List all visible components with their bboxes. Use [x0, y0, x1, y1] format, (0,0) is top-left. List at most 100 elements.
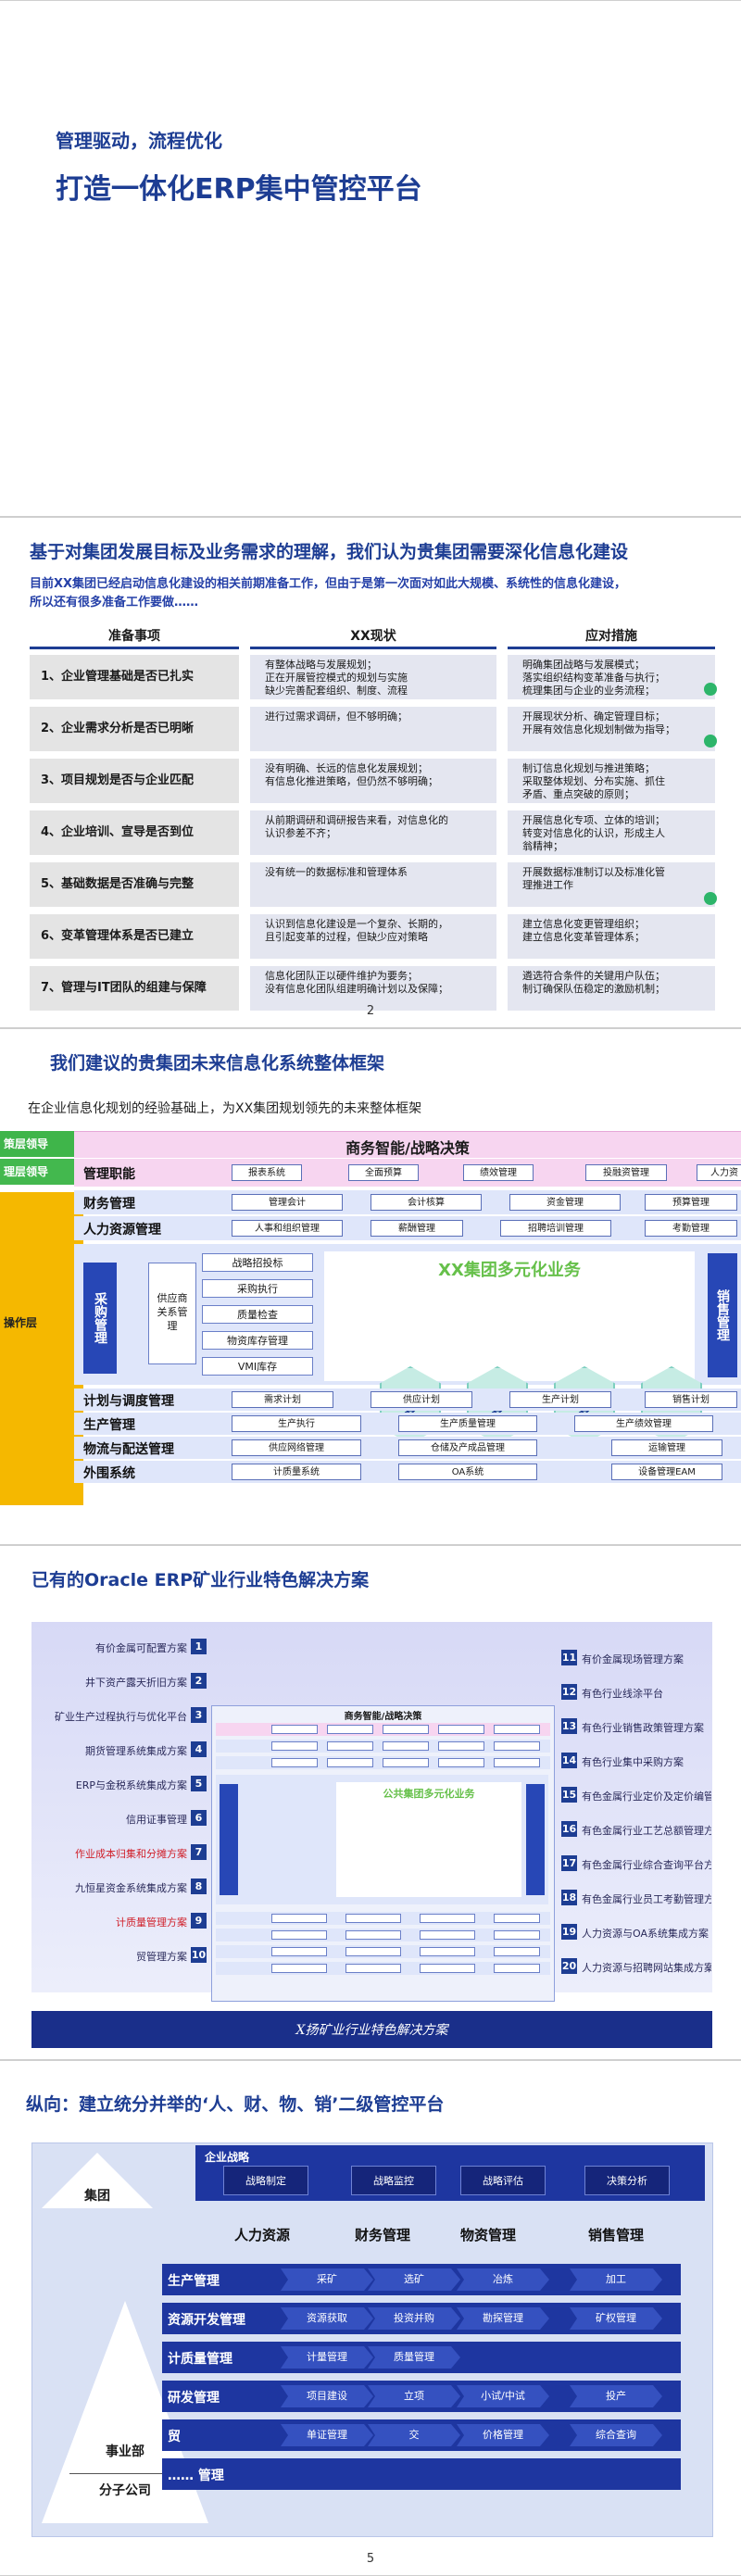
left-solution-item: 九恒星资金系统集成方案 — [75, 1882, 187, 1894]
slide2-title: 基于对集团发展目标及业务需求的理解，我们认为贵集团需要深化信息化建设 — [30, 542, 629, 562]
solution-number: 1 — [191, 1639, 207, 1654]
business-cell: 质量管理 — [368, 2346, 460, 2369]
right-solution-item: 人力资源与招聘网站集成方案 — [582, 1962, 711, 1974]
mgmt-item: 人力资 — [697, 1164, 741, 1181]
col-header: 财务管理 — [355, 2227, 411, 2243]
central-block: 采购管理 战略招投标 采购执行 质量检查 物资库存管理 VMI库存 供应商关系管… — [74, 1244, 741, 1444]
mini-row — [216, 1740, 550, 1753]
col-header: 物资管理 — [460, 2227, 517, 2243]
business-row-label: 生产管理 — [168, 2274, 220, 2289]
measure-line: 建立信息化变革管理体系； — [522, 931, 710, 944]
intro-line: 所以还有很多准备工作要做…… — [30, 596, 199, 609]
measure-line: 开展信息化专项、立体的培训； — [522, 814, 710, 827]
mgmt-label: 管理职能 — [83, 1167, 135, 1182]
purchase-item: VMI库存 — [202, 1357, 313, 1376]
mini-row — [216, 1912, 550, 1925]
finance-item: 管理会计 — [232, 1194, 343, 1211]
solution-number: 17 — [561, 1855, 577, 1871]
purchase-label: 采购管理 — [83, 1263, 117, 1374]
business-row — [162, 2458, 681, 2490]
right-solution-item: 有色金属行业员工考勤管理方案 — [582, 1893, 711, 1905]
table-row: 4、企业培训、宣导是否到位从前期调研和调研报告来看，对信息化的认识参差不齐；开展… — [30, 810, 715, 855]
strategy-item: 战略监控 — [351, 2166, 436, 2195]
left-solution-item: 贸管理方案 — [136, 1951, 187, 1963]
mini-center-title: 公共集团多元化业务 — [383, 1788, 475, 1800]
finance-band: 财务管理 管理会计 会计核算 资金管理 预算管理 — [74, 1190, 741, 1214]
page-number: 5 — [366, 2552, 375, 2566]
external-item: 设备管理EAM — [611, 1464, 722, 1480]
side-label-management: 理层领导 — [0, 1159, 83, 1185]
purchase-item: 物资库存管理 — [202, 1331, 313, 1350]
item-cell: 2、企业需求分析是否已明晰 — [30, 707, 239, 751]
external-band: 外围系统 计质量系统 OA系统 设备管理EAM — [74, 1461, 741, 1483]
left-solution-item: 期货管理系统集成方案 — [85, 1745, 187, 1757]
external-item: 计质量系统 — [232, 1464, 361, 1480]
status-cell: 认识到信息化建设是一个复杂、长期的，且引起变革的过程，但缺少应对策略 — [250, 914, 496, 959]
measure-line: 采取整体规划、分布实施、抓住 — [522, 775, 710, 788]
business-row-label: …… 管理 — [168, 2469, 224, 2483]
solution-number: 11 — [561, 1650, 577, 1665]
measures-cell: 开展数据标准制订以及标准化管理推进工作 — [508, 862, 717, 907]
production-label: 生产管理 — [83, 1418, 135, 1433]
measures-cell: 明确集团战略与发展模式；落实组织结构变革准备与执行；梳理集团与企业的业务流程； — [508, 655, 717, 699]
mgmt-item: 投融资管理 — [585, 1164, 667, 1181]
business-row-label: 资源开发管理 — [168, 2313, 245, 2328]
production-item: 生产质量管理 — [398, 1415, 537, 1432]
table-row: 3、项目规划是否与企业匹配没有明确、长远的信息化发展规划；有信息化推进策略，但仍… — [30, 759, 715, 803]
production-item: 生产绩效管理 — [574, 1415, 713, 1432]
measure-line: 梳理集团与企业的业务流程； — [522, 685, 710, 697]
left-solution-item: 有价金属可配置方案 — [95, 1642, 187, 1654]
status-line: 进行过需求调研，但不够明确； — [265, 710, 491, 723]
slide-5: 纵向：建立统分并举的‘人、财、物、销’二级管控平台 企业战略 战略制定 战略监控… — [0, 2060, 741, 2576]
status-dot — [704, 683, 717, 696]
col-header-status: XX现状 — [250, 626, 496, 649]
status-cell: 有整体战略与发展规划；正在开展管控模式的规划与实施缺少完善配套组织、制度、流程 — [250, 655, 496, 699]
logistics-item: 运输管理 — [611, 1439, 722, 1456]
logistics-item: 供应网络管理 — [232, 1439, 361, 1456]
status-line: 没有信息化团队组建明确计划以及保障； — [265, 983, 491, 996]
measure-line: 理推进工作 — [522, 879, 710, 892]
group-label: 集团 — [84, 2189, 110, 2204]
right-solution-item: 有色金属行业工艺总额管理方案 — [582, 1825, 711, 1837]
slide1-title: 打造一体化ERP集中管控平台 — [56, 173, 422, 206]
left-solution-item: 信用证事管理 — [126, 1814, 187, 1826]
production-item: 生产执行 — [232, 1415, 361, 1432]
solution-number: 7 — [191, 1844, 207, 1860]
finance-item: 预算管理 — [645, 1194, 737, 1211]
business-row-label: 研发管理 — [168, 2391, 220, 2406]
measure-line: 开展数据标准制订以及标准化管 — [522, 866, 710, 879]
item-cell: 6、变革管理体系是否已建立 — [30, 914, 239, 959]
business-cell: 采矿 — [281, 2268, 373, 2291]
strategy-item: 战略制定 — [223, 2166, 308, 2195]
intro-line: 目前XX集团已经启动信息化建设的相关前期准备工作，但由于是第一次面对如此大规模、… — [30, 577, 627, 591]
finance-item: 会计核算 — [370, 1194, 482, 1211]
measures-cell: 开展现状分析、确定管理目标；开展有效信息化规划制做为指导； — [508, 707, 717, 751]
solution-number: 19 — [561, 1924, 577, 1940]
mgmt-item: 绩效管理 — [463, 1164, 534, 1181]
sales-label: 销售管理 — [708, 1253, 737, 1377]
left-solution-item: ERP与金税系统集成方案 — [75, 1779, 187, 1791]
status-dot — [704, 892, 717, 905]
supplier-label: 供应商关系管理 — [148, 1263, 196, 1364]
solution-number: 13 — [561, 1718, 577, 1734]
item-cell: 7、管理与IT团队的组建与保障 — [30, 966, 239, 1011]
hr-label: 人力资源管理 — [83, 1223, 161, 1238]
slide5-title: 纵向：建立统分并举的‘人、财、物、销’二级管控平台 — [26, 2094, 445, 2115]
caption: X扬矿业行业特色解决方案 — [295, 2023, 448, 2038]
status-dot — [704, 735, 717, 748]
solution-number: 10 — [191, 1947, 207, 1963]
status-line: 有整体战略与发展规划； — [265, 659, 491, 672]
business-cell: 计量管理 — [281, 2346, 373, 2369]
bi-title: 商务智能/战略决策 — [345, 1139, 470, 1157]
subsidiary-label: 分子公司 — [99, 2483, 151, 2498]
col-header-item: 准备事项 — [30, 626, 239, 649]
measures-cell: 建立信息化变更管理组织；建立信息化变革管理体系； — [508, 914, 715, 959]
purchase-item: 采购执行 — [202, 1279, 313, 1298]
col-header: 人力资源 — [234, 2227, 291, 2243]
business-cell: 小试/中试 — [457, 2385, 549, 2407]
solution-number: 5 — [191, 1776, 207, 1791]
status-line: 信息化团队正以硬件维护为要务； — [265, 970, 491, 983]
solution-number: 3 — [191, 1707, 207, 1723]
plan-band: 计划与调度管理 需求计划 供应计划 生产计划 销售计划 — [74, 1389, 741, 1411]
business-cell: 加工 — [570, 2268, 662, 2291]
